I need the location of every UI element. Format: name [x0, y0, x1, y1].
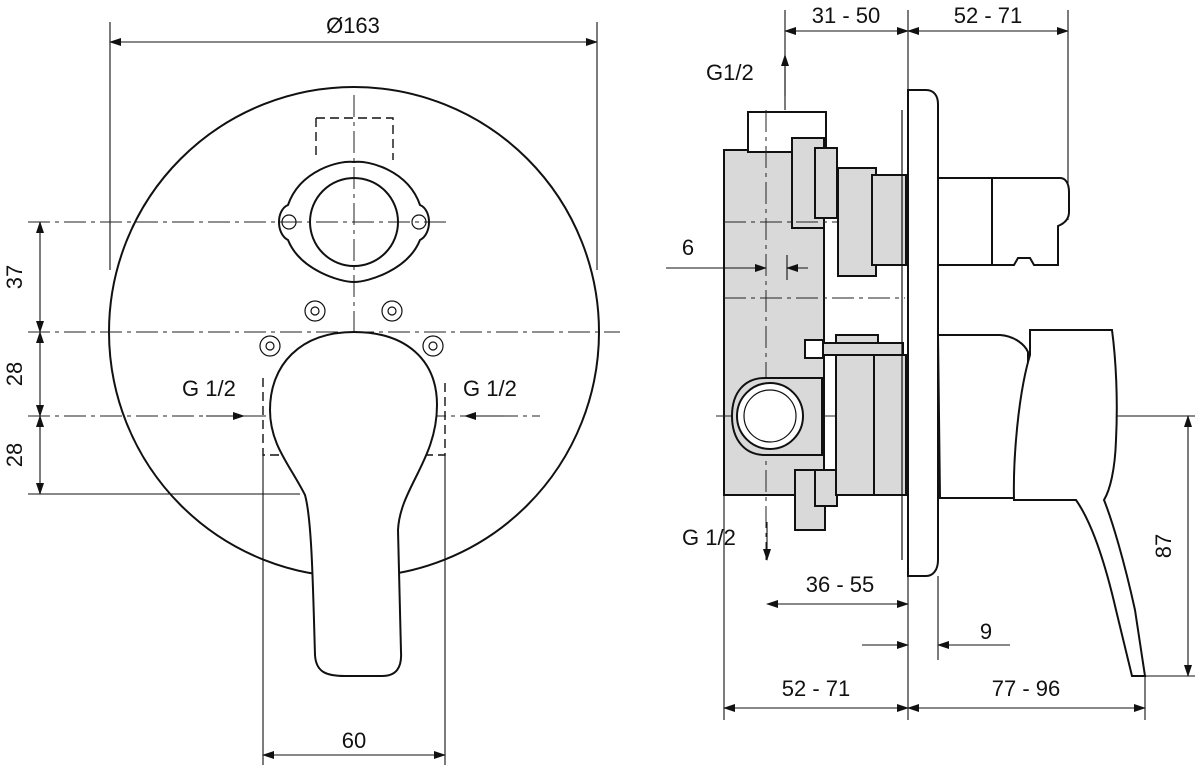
- dim-36-55-label: 36 - 55: [806, 572, 875, 597]
- diameter-label: Ø163: [326, 13, 380, 38]
- lever-handle: [268, 330, 439, 677]
- diverter-stem: [937, 177, 993, 266]
- lug-mid-left: [304, 300, 326, 322]
- screw-hole-upper-left: [281, 214, 297, 230]
- dim-37-label: 37: [2, 265, 27, 289]
- dim-28-lower-label: 28: [2, 443, 27, 467]
- lever-handle-profile: [1012, 329, 1147, 677]
- diverter-knob: [991, 177, 1070, 266]
- inlet-right-label: G 1/2: [463, 376, 517, 401]
- adjustment-screw: [822, 342, 904, 356]
- side-view: 31 - 50 52 - 71 G1/2 6: [666, 3, 1195, 720]
- upper-port-hole: [309, 177, 399, 267]
- upper-port-boss: [278, 160, 430, 284]
- dim-9-label: 9: [980, 619, 992, 644]
- screw-head: [804, 339, 824, 359]
- dim-52-71-top-label: 52 - 71: [954, 3, 1023, 28]
- inlet-left-label: G 1/2: [182, 376, 236, 401]
- upper-cartridge-cap: [871, 174, 907, 266]
- lug-mid-left-hole: [310, 306, 320, 316]
- lug-lower-left-hole: [265, 341, 275, 351]
- lug-mid-right-hole: [387, 306, 397, 316]
- dim-87-label: 87: [1151, 534, 1176, 558]
- hidden-top-outlet: [315, 117, 394, 160]
- lower-cartridge: [835, 334, 879, 496]
- lower-mounting-plate: [814, 469, 838, 507]
- upper-cartridge: [837, 167, 877, 277]
- upper-mounting-plate: [814, 147, 838, 219]
- inlet-port-inner: [743, 389, 797, 443]
- screw-hole-upper-right: [411, 214, 427, 230]
- lug-lower-right-hole: [428, 341, 438, 351]
- dim-60-label: 60: [342, 728, 366, 753]
- inlet-port-outer: [736, 382, 804, 450]
- dim-52-71-bottom-label: 52 - 71: [782, 676, 851, 701]
- dim-28-upper-label: 28: [2, 362, 27, 386]
- dim-6-label: 6: [682, 235, 694, 260]
- dim-77-96-label: 77 - 96: [992, 676, 1061, 701]
- outlet-bottom-label: G 1/2: [682, 525, 736, 550]
- dim-31-50-label: 31 - 50: [812, 3, 881, 28]
- lug-mid-right: [381, 300, 403, 322]
- front-view: Ø163 G 1/2 G 1/2: [2, 13, 620, 765]
- lug-lower-left: [259, 335, 281, 357]
- lower-cartridge-cap: [873, 354, 907, 496]
- cover-plate-profile: [907, 89, 939, 577]
- outlet-top-label: G1/2: [706, 60, 754, 85]
- lug-lower-right: [422, 335, 444, 357]
